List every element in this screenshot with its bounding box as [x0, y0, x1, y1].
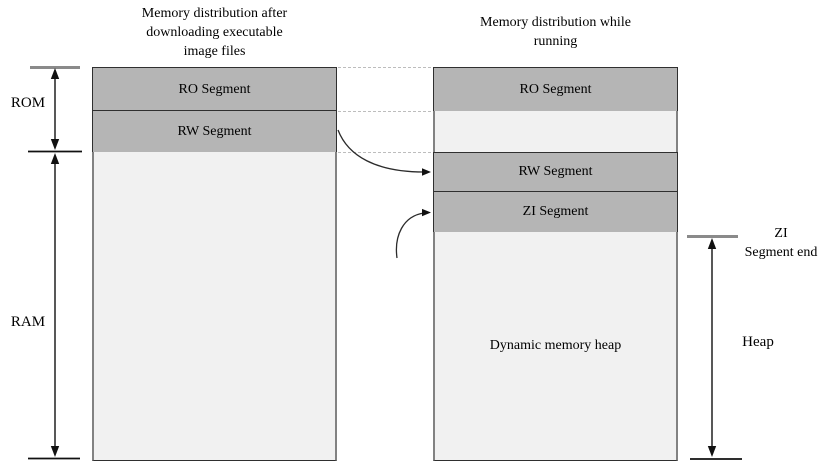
zi-move-arrow	[395, 212, 425, 259]
arrowhead-right-icon	[422, 168, 431, 176]
title-line: downloading executable	[146, 25, 283, 40]
title-line: running	[533, 34, 578, 49]
arrowhead-down-icon	[50, 139, 60, 150]
arrowhead-down-icon	[50, 446, 60, 457]
ro-segment-right: RO Segment	[433, 67, 678, 112]
title-line: Memory distribution while	[480, 15, 631, 30]
arrowhead-right-icon	[422, 208, 431, 217]
segment-label: RO Segment	[178, 81, 251, 97]
rw-move-arrow	[337, 129, 425, 173]
rw-segment-left: RW Segment	[92, 110, 337, 153]
heap-region-label: Dynamic memory heap	[489, 338, 622, 353]
zi-end-line: Segment end	[744, 245, 818, 260]
heap-label: Heap	[742, 334, 774, 350]
title-line: image files	[183, 44, 246, 59]
left-column-title: Memory distribution after downloading ex…	[92, 4, 337, 61]
free-region-left	[92, 152, 337, 461]
zi-segment-right: ZI Segment	[433, 191, 678, 233]
right-column-title: Memory distribution while running	[433, 13, 678, 51]
arrowhead-down-icon	[707, 446, 717, 457]
zi-end-line: ZI	[774, 226, 788, 241]
segment-label: RW Segment	[518, 164, 593, 179]
zi-segment-end-label: ZI Segment end	[733, 224, 829, 262]
rom-label: ROM	[10, 95, 46, 111]
heap-region: Dynamic memory heap	[433, 232, 678, 461]
ram-label: RAM	[10, 314, 46, 330]
segment-label: RO Segment	[519, 81, 592, 97]
segment-label: RW Segment	[177, 123, 252, 139]
segment-label: ZI Segment	[522, 204, 589, 219]
title-line: Memory distribution after	[141, 6, 288, 21]
rw-segment-right: RW Segment	[433, 152, 678, 192]
arrowhead-up-icon	[50, 153, 60, 164]
ro-segment-left: RO Segment	[92, 67, 337, 112]
arrowhead-up-icon	[50, 68, 60, 79]
reserved-gap-right	[433, 111, 678, 153]
arrowhead-up-icon	[707, 238, 717, 249]
